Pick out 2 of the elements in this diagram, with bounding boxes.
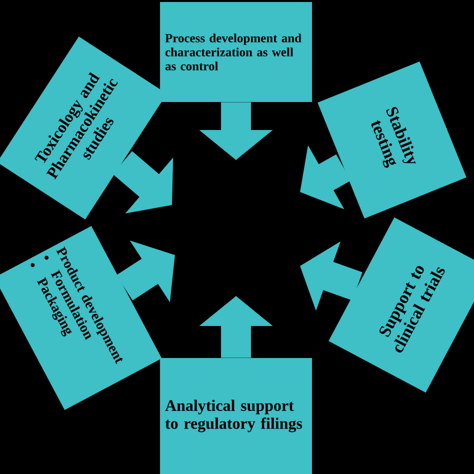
callout-box: Process development and characterization as well as control [160,2,312,102]
callout-box: Analytical support to regulatory filings [160,358,312,474]
